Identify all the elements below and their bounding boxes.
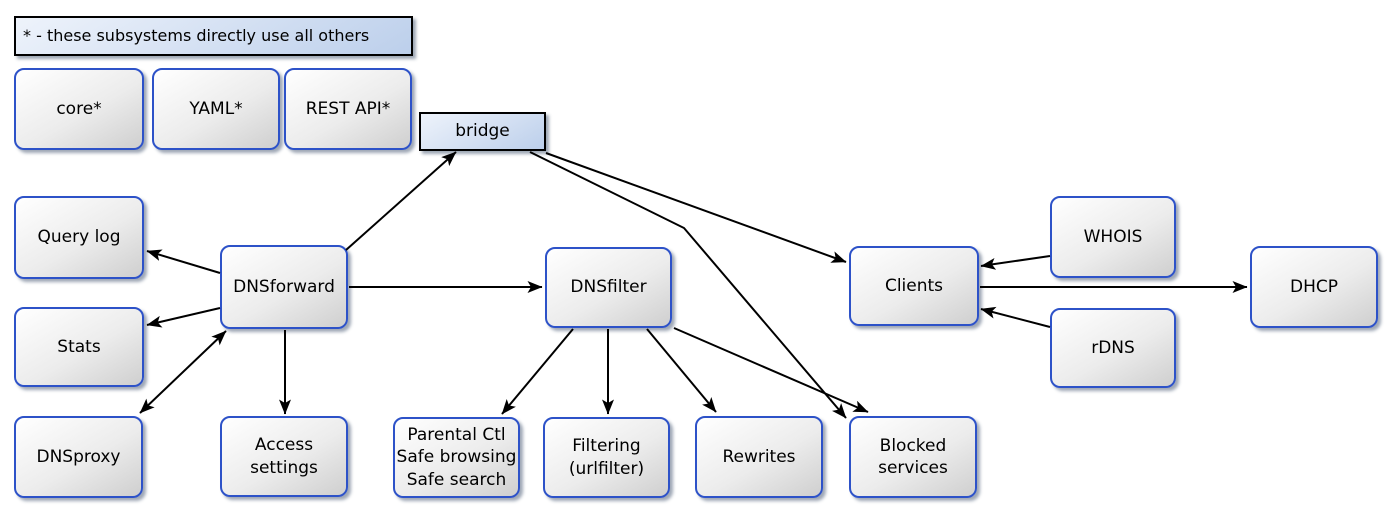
edge-whois-clients bbox=[980, 255, 1051, 270]
node-clients: Clients bbox=[849, 246, 979, 326]
node-rdns: rDNS bbox=[1050, 308, 1176, 388]
node-core: core* bbox=[14, 68, 144, 150]
node-query-log: Query log bbox=[14, 196, 144, 279]
node-dhcp: DHCP bbox=[1250, 246, 1378, 328]
node-blocked-services: Blocked services bbox=[849, 416, 977, 498]
node-dnsforward: DNSforward bbox=[220, 245, 348, 329]
node-stats: Stats bbox=[14, 307, 144, 387]
node-dnsfilter: DNSfilter bbox=[545, 247, 672, 328]
node-parental-ctl: Parental Ctl Safe browsing Safe search bbox=[393, 417, 520, 498]
node-whois: WHOIS bbox=[1050, 196, 1176, 278]
node-yaml: YAML* bbox=[152, 68, 280, 150]
edge-dnsfilter-rewrites bbox=[646, 328, 717, 413]
edge-rdns-clients bbox=[980, 306, 1051, 328]
node-rest-api: REST API* bbox=[284, 68, 412, 150]
edge-dnsforward-bridge bbox=[345, 151, 457, 251]
edge-dnsforward-stats bbox=[146, 307, 221, 328]
node-dnsproxy: DNSproxy bbox=[14, 416, 143, 498]
legend-note: * - these subsystems directly use all ot… bbox=[14, 16, 413, 56]
edge-dnsforward-query-log bbox=[146, 249, 221, 274]
node-bridge: bridge bbox=[419, 112, 546, 151]
edge-dnsfilter-parental-ctl bbox=[501, 328, 574, 415]
node-access-settings: Access settings bbox=[220, 416, 348, 497]
edge-dnsproxy-dnsforward bbox=[139, 330, 227, 414]
edge-dnsfilter-blocked-services bbox=[673, 327, 869, 413]
node-rewrites: Rewrites bbox=[695, 416, 823, 498]
node-filtering: Filtering (urlfilter) bbox=[543, 417, 670, 498]
edge-bridge-clients bbox=[545, 152, 847, 263]
